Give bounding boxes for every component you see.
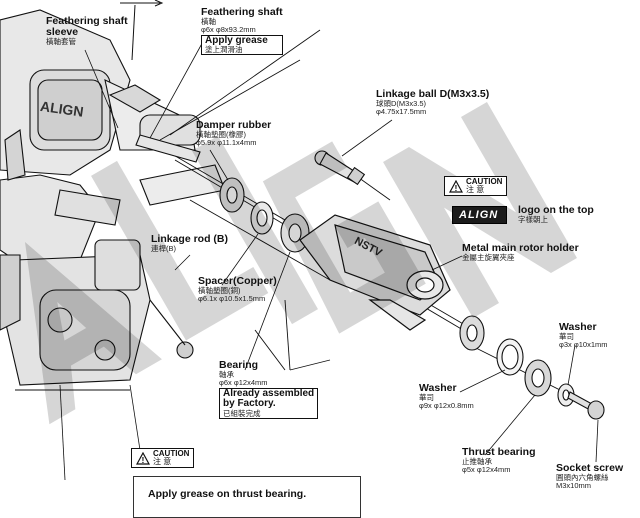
linkage-ball-sub1: 球頭D(M3x3.5) <box>376 99 427 109</box>
bearing-sub2: φ6x φ12x4mm <box>219 377 268 387</box>
thrust-grease-note: Apply grease on thrust bearing. <box>133 476 361 518</box>
socket-screw-sub1: 圓頭內六角螺絲 <box>556 473 609 483</box>
socket-screw-title: Socket screw <box>556 462 624 474</box>
thrust-bearing-sub1: 止推軸承 <box>462 457 492 467</box>
washer-mid-title: Washer <box>419 382 457 394</box>
linkage-ball-part <box>314 150 366 186</box>
feathering-shaft-sleeve-title-1: Feathering shaft <box>46 15 128 27</box>
label-damper-rubber: Damper rubber 橫軸墊圈(橡膠) φ5.9x φ11.1x4mm <box>196 119 272 147</box>
label-linkage-ball: Linkage ball D(M3x3.5) 球頭D(M3x3.5) φ4.75… <box>376 88 490 116</box>
feathering-shaft-sleeve-title-2: sleeve <box>46 26 79 39</box>
label-feathering-shaft: Feathering shaft 橫軸 φ6x φ8x93.2mm Apply … <box>201 6 283 56</box>
damper-rubber-title: Damper rubber <box>196 119 272 131</box>
apply-grease-text: Apply grease <box>205 34 268 46</box>
apply-grease-box: Apply grease 塗上潤滑油 <box>201 34 283 56</box>
label-linkage-rod: Linkage rod (B) 連桿(B) <box>151 233 229 254</box>
feathering-shaft-title: Feathering shaft <box>201 6 283 18</box>
label-feathering-shaft-sleeve: Feathering shaft sleeve 橫軸套管 <box>46 15 128 47</box>
metal-rotor-holder-part <box>299 214 451 331</box>
damper-rubber-sub2: φ5.9x φ11.1x4mm <box>196 137 257 147</box>
feathering-shaft-sub2: φ6x φ8x93.2mm <box>201 24 256 34</box>
label-washer-mid: Washer 華司 φ9x φ12x0.8mm <box>419 382 474 410</box>
right-small-parts <box>459 315 605 420</box>
thrust-bearing-sub2: φ5x φ12x4mm <box>462 464 511 474</box>
caution-zh-bottom: 注 意 <box>153 457 172 466</box>
factory-note-sub: 已組裝完成 <box>223 408 261 418</box>
feathering-shaft-sub1: 橫軸 <box>201 17 216 27</box>
linkage-ball-title: Linkage ball D(M3x3.5) <box>376 88 490 100</box>
rotor-head-assembly <box>0 9 226 481</box>
logo-note-line2: 字樣朝上 <box>518 215 548 225</box>
factory-note-2: by Factory. <box>223 398 276 410</box>
linkage-ball-sub2: φ4.75x17.5mm <box>376 106 427 116</box>
exploded-diagram: ALIGN <box>0 0 624 518</box>
feathering-shaft-sleeve-sub: 橫軸套管 <box>46 37 76 47</box>
metal-holder-sub: 金屬主旋翼夾座 <box>462 253 515 263</box>
linkage-rod-title: Linkage rod (B) <box>151 233 229 245</box>
svg-text:!: ! <box>455 184 458 193</box>
label-metal-holder: Metal main rotor holder 金屬主旋翼夾座 <box>462 242 579 263</box>
caution-word-right: CAUTION <box>466 177 503 186</box>
washer-mid-sub1: 華司 <box>419 393 434 403</box>
head-logo: ALIGN <box>39 98 84 120</box>
linkage-rod-sub: 連桿(B) <box>151 244 176 254</box>
washer-right-sub1: 華司 <box>559 332 574 342</box>
factory-assembled-box: Already assembled by Factory. 已組裝完成 <box>219 387 319 419</box>
socket-screw-sub2: M3x10mm <box>556 480 592 490</box>
warning-icon-bottom: ! <box>136 451 150 465</box>
logo-note-line1: logo on the top <box>518 204 594 216</box>
factory-note-1: Already assembled <box>223 387 315 399</box>
damper-rubber-sub1: 橫軸墊圈(橡膠) <box>196 130 246 140</box>
washer-mid-sub2: φ9x φ12x0.8mm <box>419 400 474 410</box>
washer-right-title: Washer <box>559 321 597 333</box>
label-spacer: Spacer(Copper) 橫軸墊圈(銅) φ6.1x φ10.5x1.5mm <box>198 275 277 303</box>
spacer-sub2: φ6.1x φ10.5x1.5mm <box>198 293 266 303</box>
caution-box-right: ! CAUTION 注 意 <box>444 176 508 196</box>
warning-icon: ! <box>449 179 463 193</box>
thrust-bearing-title: Thrust bearing <box>462 446 536 458</box>
bearing-sub1: 軸承 <box>219 370 234 380</box>
label-washer-right: Washer 華司 φ3x φ10x1mm <box>559 321 608 349</box>
apply-grease-sub: 塗上潤滑油 <box>205 45 243 55</box>
thrust-grease-text: Apply grease on thrust bearing. <box>148 488 307 500</box>
spacer-sub1: 橫軸墊圈(銅) <box>198 286 241 296</box>
metal-holder-title: Metal main rotor holder <box>462 242 579 254</box>
washer-right-sub2: φ3x φ10x1mm <box>559 339 608 349</box>
feathering-shaft-parts <box>135 134 310 253</box>
label-thrust-bearing: Thrust bearing 止推軸承 φ5x φ12x4mm <box>462 446 536 474</box>
svg-text:!: ! <box>142 456 145 465</box>
align-logo-badge: ALIGN <box>452 206 508 224</box>
spacer-title: Spacer(Copper) <box>198 275 277 287</box>
caution-zh-right: 注 意 <box>466 185 485 194</box>
label-logo-note: logo on the top 字樣朝上 <box>518 204 594 225</box>
leader-lines <box>84 37 599 463</box>
label-socket-screw: Socket screw 圓頭內六角螺絲 M3x10mm <box>556 462 624 490</box>
caution-word-bottom: CAUTION <box>153 449 190 458</box>
top-arrow-icon <box>120 0 164 61</box>
bearing-title: Bearing <box>219 359 259 371</box>
label-bearing: Bearing 軸承 φ6x φ12x4mm Already assembled… <box>219 359 319 419</box>
caution-box-bottom: ! CAUTION 注 意 <box>131 448 195 468</box>
